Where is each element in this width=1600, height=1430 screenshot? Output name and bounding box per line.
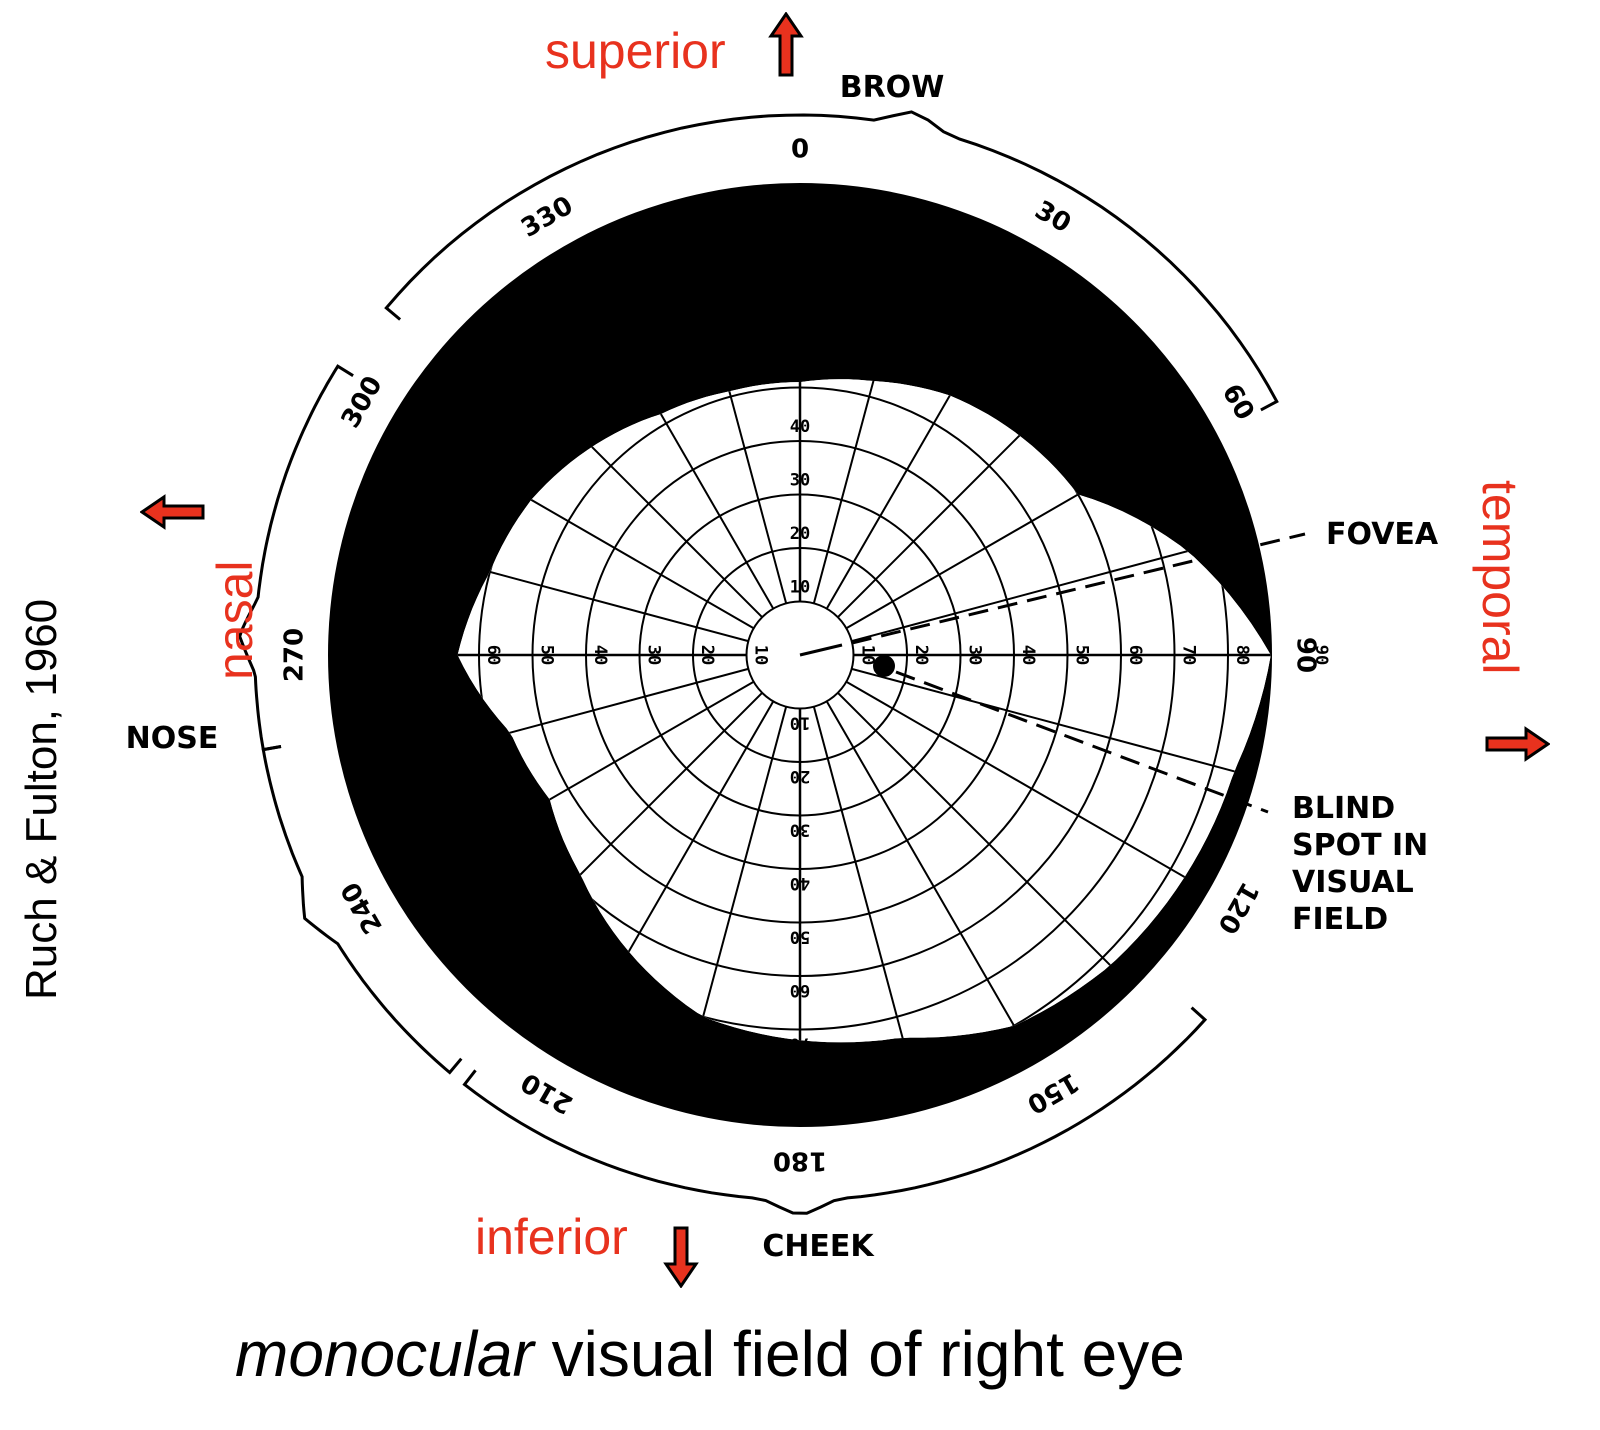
blind-crescent-shape (328, 183, 1272, 1127)
meridian-line (457, 402, 755, 630)
ecc-label-superior: 40 (790, 417, 810, 437)
meridian-line (812, 706, 932, 1043)
ecc-label-temporal: 20 (911, 645, 931, 665)
cheek-bracket (462, 1006, 1208, 1215)
blind-spot-dot (873, 655, 895, 677)
eccentricity-labels: 10 20 30 40 10 20 30 40 50 60 10 20 30 40 50 60 70 10 20 30… (483, 417, 1331, 1054)
citation: Ruch & Fulton, 1960 (17, 598, 66, 1000)
ecc-label-nasal: 50 (537, 645, 557, 665)
figure-caption: monocular visual field of right eye (235, 1322, 1185, 1386)
angle-label-0: 0 (791, 135, 809, 165)
angle-label-240: 240 (336, 877, 389, 939)
meridian-line (457, 680, 755, 908)
angle-label-30: 30 (1030, 195, 1076, 239)
angle-label-180: 180 (773, 1146, 827, 1176)
angle-label-60: 60 (1216, 379, 1260, 425)
fovea-label: FOVEA (1326, 517, 1439, 552)
nasal-label: nasal (207, 560, 263, 680)
angle-label-270: 270 (280, 628, 310, 682)
ecc-label-temporal: 70 (1179, 645, 1199, 665)
ecc-label-nasal: 30 (644, 645, 664, 665)
angle-label-150: 150 (1022, 1066, 1084, 1119)
ecc-label-temporal: 10 (858, 645, 878, 665)
ecc-label-inferior: 20 (790, 766, 810, 786)
ecc-label-nasal: 40 (590, 645, 610, 665)
angle-label-210: 210 (516, 1066, 578, 1119)
meridian-line (825, 700, 1053, 1043)
arrow-up-icon (768, 12, 804, 77)
meridian-line (845, 680, 1237, 908)
meridian-line (825, 379, 1053, 610)
angle-label-330: 330 (516, 191, 578, 244)
ecc-label-inferior: 60 (790, 980, 810, 1000)
perimetry-grid (457, 379, 1271, 1043)
blind-spot-leader-line (895, 670, 1269, 814)
ecc-label-temporal: 30 (965, 645, 985, 665)
meridian-line (457, 667, 749, 787)
arrow-left-icon (140, 494, 205, 530)
meridian-line (812, 379, 932, 604)
arrow-down-icon (663, 1226, 699, 1288)
ecc-label-temporal: 40 (1018, 645, 1038, 665)
nose-label: NOSE (126, 721, 219, 756)
ecc-label-inferior: 30 (790, 820, 810, 840)
cheek-label: CHEEK (762, 1229, 875, 1264)
nose-bracket (238, 364, 354, 752)
visual-field-area (457, 379, 1271, 1043)
ecc-label-nasal: 20 (697, 645, 717, 665)
region-brackets (238, 110, 1279, 1215)
superior-label: superior (545, 23, 726, 79)
nose-bracket-lower (261, 745, 463, 1075)
blind-spot-label-line: VISUAL (1292, 865, 1414, 900)
fixation-marker (799, 643, 843, 657)
meridian-line (457, 523, 749, 643)
caption-text: visual field of right eye (533, 1318, 1185, 1390)
ecc-label-inferior: 50 (790, 927, 810, 947)
angle-label-90: 90 (1291, 637, 1321, 673)
blind-spot-label-line: BLIND (1292, 791, 1395, 826)
fovea-leader-line (851, 532, 1306, 645)
meridian-line (851, 667, 1271, 787)
ecc-label-inferior: 40 (790, 873, 810, 893)
ecc-label-temporal: 90 (1311, 645, 1331, 665)
ecc-label-inferior: 10 (790, 713, 810, 733)
ecc-label-superior: 10 (790, 578, 810, 598)
inferior-label: inferior (475, 1209, 628, 1265)
blind-spot-label-line: FIELD (1292, 902, 1388, 937)
angle-label-120: 120 (1211, 877, 1264, 939)
caption-emphasis: monocular (235, 1318, 534, 1390)
ecc-label-inferior: 70 (790, 1034, 810, 1054)
ecc-label-temporal: 80 (1232, 645, 1252, 665)
ecc-label-superior: 30 (790, 471, 810, 491)
meridian-line (837, 379, 1157, 618)
ecc-label-temporal: 50 (1072, 645, 1092, 665)
ecc-label-nasal: 60 (483, 645, 503, 665)
ecc-label-nasal: 10 (751, 645, 771, 665)
temporal-label: temporal (1472, 480, 1528, 675)
ecc-label-superior: 20 (790, 524, 810, 544)
arrow-right-icon (1485, 726, 1550, 762)
blind-region-crescent (328, 183, 1272, 1127)
ecc-label-temporal: 60 (1125, 645, 1145, 665)
brow-label: BROW (840, 70, 945, 105)
meridian-line (668, 706, 788, 1043)
meridian-line (837, 692, 1157, 1012)
meridian-line (457, 379, 763, 618)
angle-label-300: 300 (336, 371, 389, 433)
brow-bracket (384, 110, 1279, 412)
blind-spot-label-line: SPOT IN (1292, 828, 1428, 863)
